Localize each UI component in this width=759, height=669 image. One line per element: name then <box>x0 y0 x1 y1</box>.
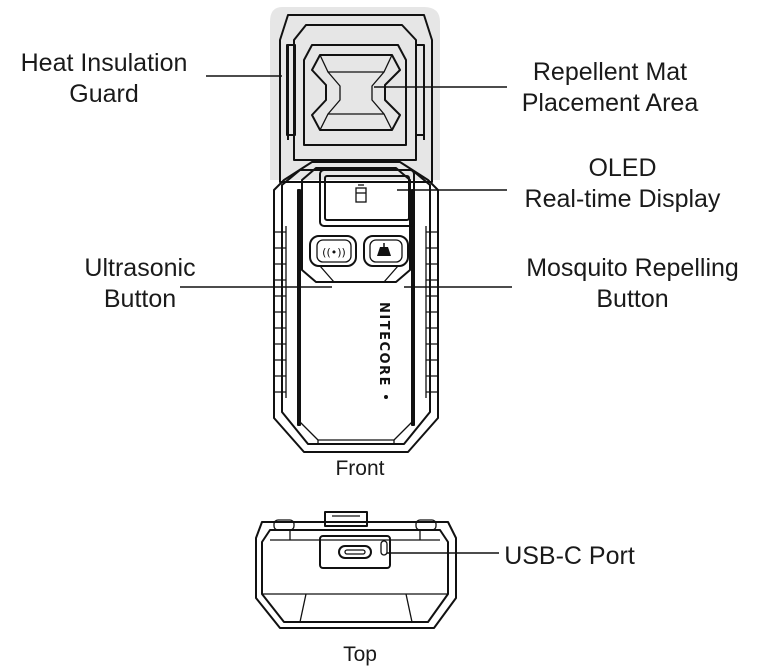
left-grip-ridges <box>274 226 287 398</box>
heat-guard-line2: Guard <box>69 80 139 108</box>
brand-dot <box>384 395 388 399</box>
mat-placement-frame <box>279 14 433 183</box>
right-grip-ridges <box>425 226 438 398</box>
repellent-mat-area-label: Repellent Mat Placement Area <box>505 57 715 119</box>
oled-line2: Real-time Display <box>524 185 721 213</box>
repel-line2: Button <box>596 285 669 313</box>
front-caption: Front <box>335 457 385 480</box>
heat-guard-line1: Heat Insulation <box>20 49 188 77</box>
ultrasonic-line1: Ultrasonic <box>84 254 196 282</box>
repellent-mat-area <box>311 54 401 131</box>
oled-line1: OLED <box>588 154 657 182</box>
top-view-device <box>255 511 457 629</box>
mosquito-repel-icon <box>377 243 391 256</box>
heat-insulation-guard-label: Heat Insulation Guard <box>4 48 204 110</box>
mosquito-repelling-button[interactable] <box>363 235 409 267</box>
heat-insulation-guard <box>270 7 440 180</box>
mat-area-line1: Repellent Mat <box>532 58 688 86</box>
ultrasonic-icon: ((•)) <box>322 246 346 259</box>
top-caption: Top <box>343 643 377 666</box>
oled-display-label: OLED Real-time Display <box>505 153 740 215</box>
device-body <box>273 161 439 453</box>
ultrasonic-line2: Button <box>103 285 177 313</box>
ultrasonic-button-label: Ultrasonic Button <box>40 253 240 315</box>
usb-c-port-label: USB-C Port <box>504 542 635 570</box>
mat-area-line2: Placement Area <box>521 89 699 117</box>
ultrasonic-button[interactable]: ((•)) <box>309 235 357 267</box>
leader-lines <box>180 75 512 554</box>
usb-c-port[interactable] <box>319 535 391 569</box>
brand-logo: NITECORE <box>376 302 391 387</box>
mosquito-repelling-button-label: Mosquito Repelling Button <box>500 253 759 315</box>
repel-line1: Mosquito Repelling <box>526 254 739 282</box>
oled-display <box>319 169 415 227</box>
